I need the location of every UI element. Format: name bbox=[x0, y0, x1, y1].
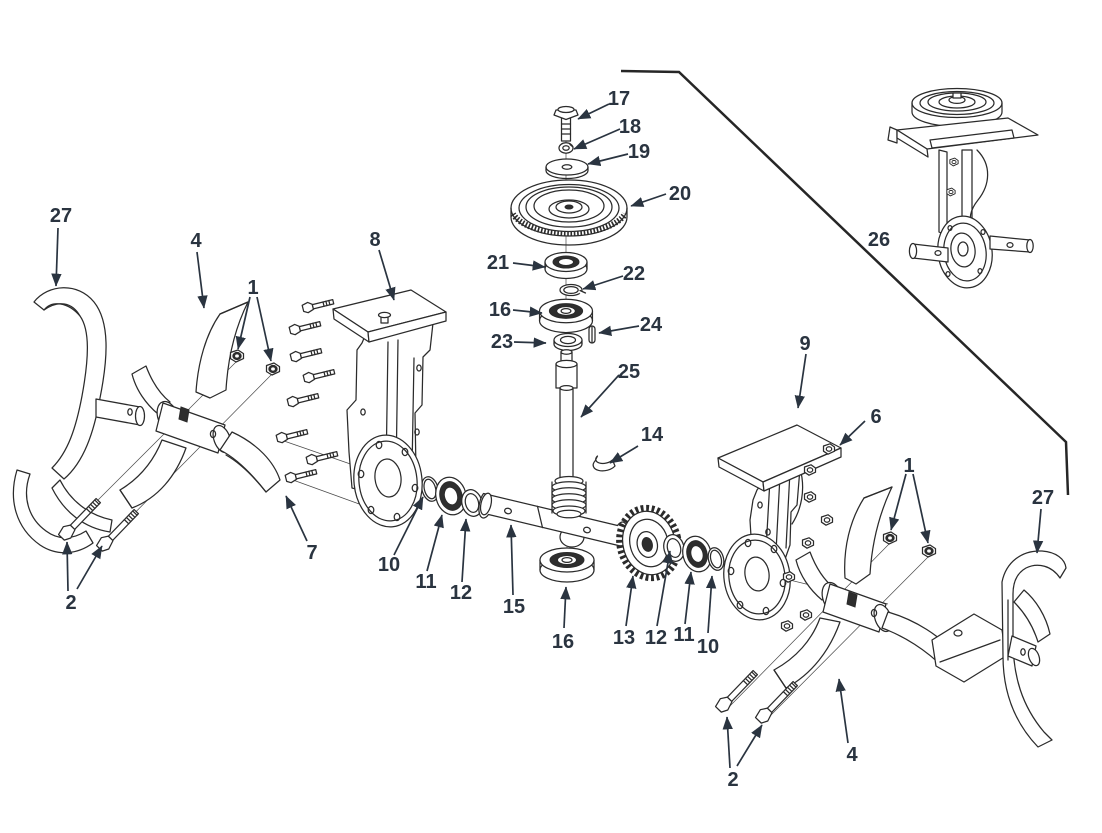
callout-arrow-2-left-tine-bolt bbox=[76, 545, 103, 590]
callout-label-9-right-housing: 9 bbox=[799, 333, 810, 355]
callout-arrow-7-hex-bolt bbox=[285, 495, 308, 542]
callout-label-11-right-bearing: 11 bbox=[673, 624, 694, 646]
callout-arrow-2-left-tine-bolt bbox=[62, 541, 73, 592]
part-23-spacer-ring bbox=[553, 332, 583, 352]
assembled-view-26 bbox=[887, 87, 1039, 289]
callout-label-27-left-outer-tine: 27 bbox=[50, 205, 72, 227]
part-4-left-inner-tine bbox=[119, 301, 281, 509]
callout-label-25-worm-shaft: 25 bbox=[618, 361, 640, 383]
callout-label-2-left-tine-bolt: 2 bbox=[65, 592, 76, 614]
callout-label-11-left-bearing: 11 bbox=[415, 571, 436, 593]
callout-label-13-worm-gear: 13 bbox=[613, 627, 635, 649]
callout-arrow-12-left-seal bbox=[460, 518, 471, 583]
callout-label-16-upper-ball-bearing: 16 bbox=[489, 299, 511, 321]
callout-label-4-left-inner-tine: 4 bbox=[190, 230, 202, 252]
callout-arrow-2-right-tine-bolt bbox=[736, 724, 763, 767]
callout-arrow-11-right-bearing bbox=[684, 571, 695, 625]
callout-arrow-8-left-housing bbox=[378, 249, 396, 301]
callout-arrow-1-left-lock-nut bbox=[235, 296, 251, 350]
callout-label-14-woodruff-key: 14 bbox=[641, 424, 664, 446]
part-11-bearing-left bbox=[435, 476, 467, 516]
callout-arrow-20-pulley bbox=[630, 193, 667, 207]
callout-label-24-shaft-key: 24 bbox=[640, 314, 663, 336]
part-25-worm-shaft bbox=[551, 349, 587, 519]
callout-arrow-27-right-outer-tine bbox=[1032, 508, 1044, 554]
part-15-tine-shaft bbox=[478, 492, 628, 548]
callout-arrow-1-right-lock-nut bbox=[889, 473, 907, 531]
part-8-left-housing bbox=[332, 289, 447, 528]
callout-label-22-snap-ring: 22 bbox=[623, 263, 645, 285]
callout-arrow-4-left-inner-tine bbox=[196, 251, 208, 309]
callout-arrow-25-worm-shaft bbox=[580, 374, 620, 418]
part-14-woodruff-key bbox=[592, 455, 616, 472]
part-24-key bbox=[588, 325, 596, 344]
callout-arrow-14-woodruff-key bbox=[609, 445, 639, 464]
part-27-right-outer-tine bbox=[931, 550, 1067, 748]
part-21-bearing bbox=[544, 251, 588, 280]
callout-arrow-4-right-inner-tine bbox=[835, 678, 849, 744]
callout-label-8-left-housing: 8 bbox=[369, 229, 380, 251]
callout-label-17-pulley-bolt: 17 bbox=[608, 88, 630, 110]
part-22-snap-ring bbox=[559, 283, 587, 297]
callout-label-27-right-outer-tine: 27 bbox=[1032, 487, 1054, 509]
part-27-left-outer-tine bbox=[12, 287, 146, 554]
callout-label-15-tine-shaft: 15 bbox=[503, 596, 525, 618]
callout-label-6-hex-nut: 6 bbox=[870, 406, 881, 428]
callout-label-20-pulley: 20 bbox=[669, 183, 691, 205]
callout-arrow-1-right-lock-nut bbox=[912, 473, 931, 544]
callout-arrow-16-lower-ball-bearing bbox=[560, 586, 571, 629]
part-17-bolt bbox=[553, 105, 579, 142]
callout-arrow-24-shaft-key bbox=[598, 325, 640, 336]
callout-label-21-upper-bearing: 21 bbox=[487, 252, 509, 274]
callout-label-18-lock-washer: 18 bbox=[619, 116, 641, 138]
callout-arrow-23-spacer-ring bbox=[513, 337, 547, 348]
part-10-washer-right bbox=[707, 547, 725, 571]
part-19-flat-washer bbox=[545, 158, 589, 180]
callout-label-10-right-thrust-washer: 10 bbox=[697, 636, 719, 658]
callout-arrow-11-left-bearing bbox=[426, 514, 444, 572]
callout-arrow-1-left-lock-nut bbox=[256, 296, 274, 362]
callout-label-1-left-lock-nut: 1 bbox=[247, 277, 258, 299]
callout-label-10-left-thrust-washer: 10 bbox=[378, 554, 400, 576]
callout-arrow-27-left-outer-tine bbox=[51, 227, 62, 287]
callout-label-12-left-seal: 12 bbox=[450, 582, 472, 604]
callout-label-23-spacer-ring: 23 bbox=[491, 331, 513, 353]
part-16-lower-bearing bbox=[539, 547, 595, 583]
callout-arrow-10-right-thrust-washer bbox=[705, 575, 717, 634]
callout-label-4-right-inner-tine: 4 bbox=[846, 744, 858, 766]
callout-arrow-12-right-seal bbox=[656, 550, 674, 627]
callout-arrow-19-flat-washer bbox=[587, 153, 629, 167]
callout-arrow-16-upper-ball-bearing bbox=[512, 306, 543, 317]
callout-label-12-right-seal: 12 bbox=[645, 627, 667, 649]
part-1-nuts-left bbox=[229, 349, 281, 376]
callout-label-19-flat-washer: 19 bbox=[628, 141, 650, 163]
callout-arrow-10-left-thrust-washer bbox=[393, 496, 424, 556]
part-1-nuts-right bbox=[882, 531, 937, 558]
callout-label-2-right-tine-bolt: 2 bbox=[727, 769, 738, 791]
callout-arrow-17-pulley-bolt bbox=[577, 103, 610, 120]
callout-arrow-2-right-tine-bolt bbox=[722, 716, 733, 769]
callout-arrow-15-tine-shaft bbox=[506, 524, 517, 596]
part-20-pulley bbox=[510, 179, 628, 246]
callout-arrow-21-upper-bearing bbox=[512, 260, 546, 271]
callout-arrow-6-hex-nut bbox=[839, 420, 866, 446]
callout-label-26-assembled-transmission: 26 bbox=[868, 229, 890, 251]
callout-label-7-hex-bolt: 7 bbox=[306, 542, 317, 564]
callout-arrow-22-snap-ring bbox=[582, 275, 624, 291]
part-16-upper-bearing bbox=[538, 298, 594, 334]
callout-label-1-right-lock-nut: 1 bbox=[903, 455, 914, 477]
part-18-lock-washer bbox=[558, 142, 574, 154]
callout-arrow-9-right-housing bbox=[794, 353, 807, 409]
part-4-right-inner-tine bbox=[773, 486, 959, 689]
separator-line bbox=[620, 69, 1070, 496]
part-7-bolts bbox=[275, 295, 339, 485]
callout-arrow-13-worm-gear bbox=[625, 575, 637, 627]
callout-arrow-18-lock-washer bbox=[573, 128, 621, 150]
callout-label-16-lower-ball-bearing: 16 bbox=[552, 631, 574, 653]
